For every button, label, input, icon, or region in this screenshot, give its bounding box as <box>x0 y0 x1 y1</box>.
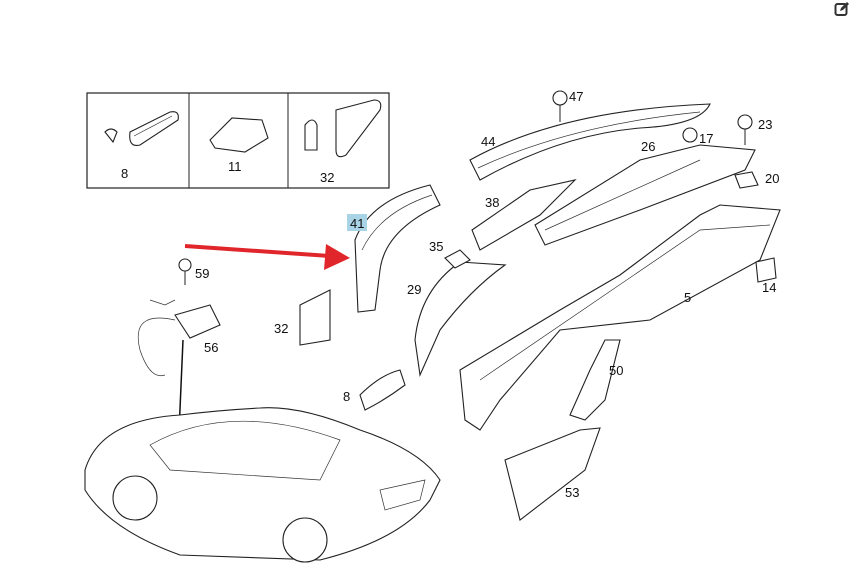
highlight-box <box>347 214 367 231</box>
label-26: 26 <box>641 139 655 154</box>
label-47: 47 <box>569 89 583 104</box>
label-38: 38 <box>485 195 499 210</box>
inset-label-8: 8 <box>121 166 128 181</box>
inset-panel: 8 11 32 <box>86 92 390 189</box>
inset-label-32: 32 <box>320 170 334 185</box>
part-5 <box>459 204 781 431</box>
part-59 <box>178 258 192 272</box>
label-5: 5 <box>684 290 691 305</box>
edit-icon[interactable] <box>834 1 849 17</box>
part-23 <box>737 114 753 130</box>
label-32: 32 <box>274 321 288 336</box>
label-44: 44 <box>481 134 495 149</box>
label-20: 20 <box>765 171 779 186</box>
part-29 <box>414 261 507 377</box>
pointer-arrow <box>184 244 350 270</box>
inset-label-11: 11 <box>228 159 242 174</box>
label-17: 17 <box>699 131 713 146</box>
part-38 <box>471 179 577 251</box>
label-53: 53 <box>565 485 579 500</box>
part-32 <box>299 289 331 346</box>
label-8: 8 <box>343 389 350 404</box>
label-50: 50 <box>609 363 623 378</box>
part-26 <box>534 144 756 246</box>
label-14: 14 <box>762 280 776 295</box>
part-35 <box>444 249 471 269</box>
label-29: 29 <box>407 282 421 297</box>
part-44 <box>469 103 711 181</box>
part-53 <box>504 427 601 521</box>
label-41: 41 <box>350 216 364 231</box>
car-illustration <box>84 407 441 563</box>
part-20 <box>734 171 759 189</box>
label-35: 35 <box>429 239 443 254</box>
part-47 <box>552 90 568 106</box>
part-17 <box>682 127 698 143</box>
label-56: 56 <box>204 340 218 355</box>
part-56 <box>174 304 221 339</box>
part-8 <box>359 369 406 411</box>
label-59: 59 <box>195 266 209 281</box>
part-41 <box>354 184 441 313</box>
part-50 <box>569 339 621 421</box>
part-14 <box>755 257 777 283</box>
label-23: 23 <box>758 117 772 132</box>
